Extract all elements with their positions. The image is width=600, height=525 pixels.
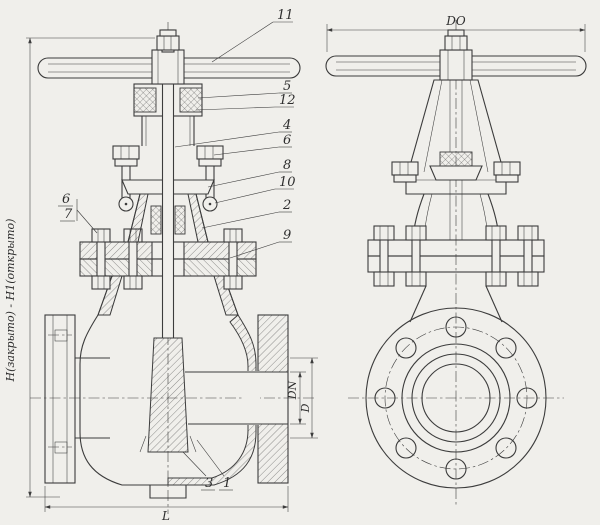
callout-eyebolt: 10 [214, 175, 296, 204]
svg-text:6: 6 [62, 192, 70, 207]
svg-text:8: 8 [283, 158, 291, 173]
handwheel-hub [439, 49, 473, 81]
centerlines-side [348, 20, 564, 506]
svg-text:12: 12 [279, 93, 296, 108]
dim-length-label: L [161, 509, 170, 523]
svg-text:4: 4 [282, 118, 291, 133]
flange-bolt [373, 225, 395, 287]
end-flange [365, 285, 547, 489]
packing [174, 205, 186, 235]
gland-flange-side [429, 165, 483, 181]
flange-bolt [223, 228, 243, 290]
callout-handwheel: 11 [211, 8, 294, 63]
callout-bush: 12 [195, 93, 296, 111]
handwheel-side [325, 29, 587, 81]
svg-text:6: 6 [283, 133, 291, 148]
valve-body [44, 275, 289, 499]
callout-gasket: 9 [229, 228, 292, 259]
svg-text:5: 5 [283, 79, 291, 94]
packing [150, 205, 162, 235]
callout-seat: 1 [196, 439, 233, 491]
handwheel-hub [151, 49, 185, 85]
seat-ring [189, 435, 197, 453]
callout-bolt: 6 [58, 192, 73, 207]
gland-eyebolt-nut [196, 145, 224, 167]
bonnet-flange-side [367, 225, 545, 287]
svg-text:10: 10 [279, 175, 296, 190]
svg-text:11: 11 [277, 8, 294, 23]
flange-bolt [405, 225, 427, 287]
handwheel [37, 49, 301, 85]
stem-nut-assembly [156, 29, 180, 53]
callout-stem: 4 [174, 118, 292, 148]
flange-bolt [91, 228, 111, 290]
gland-eyebolt-nut [493, 161, 521, 183]
stuffing-box [127, 193, 209, 243]
svg-text:1: 1 [223, 476, 231, 491]
wedge [139, 337, 197, 453]
svg-text:2: 2 [282, 198, 291, 213]
flange-bolt [485, 225, 507, 287]
callout-wedge: 3 [182, 451, 215, 491]
callout-nut: 7 [60, 199, 98, 234]
yoke-side [391, 79, 521, 195]
callout-gland: 8 [207, 158, 292, 188]
seat-ring [139, 435, 147, 453]
dim-nominal-bore-label: DN [286, 380, 299, 400]
dimensions: Н(закрыто) - Н1(открыто) DO DN D L [4, 14, 586, 523]
dim-wheel-diameter-label: DO [445, 14, 466, 28]
dim-bore-label: D [299, 403, 312, 413]
bolt-holes [374, 316, 538, 480]
stem-nut-side [439, 151, 473, 167]
front-section-view [30, 22, 316, 514]
gland-eyebolt-nut [391, 161, 419, 183]
callout-bonnet: 2 [201, 198, 292, 229]
dim-height-label: Н(закрыто) - Н1(открыто) [4, 219, 17, 383]
flange-bolt [517, 225, 539, 287]
callout-stem-nut: 5 [197, 79, 292, 99]
svg-text:9: 9 [283, 228, 291, 243]
svg-text:3: 3 [205, 476, 213, 491]
callout-gland-nut: 6 [213, 133, 292, 156]
stem [150, 84, 186, 338]
side-view [325, 20, 587, 506]
gland-eyebolt-nut [112, 145, 140, 167]
callouts: 11 5 12 4 6 8 10 [58, 8, 296, 491]
svg-text:7: 7 [64, 207, 73, 222]
